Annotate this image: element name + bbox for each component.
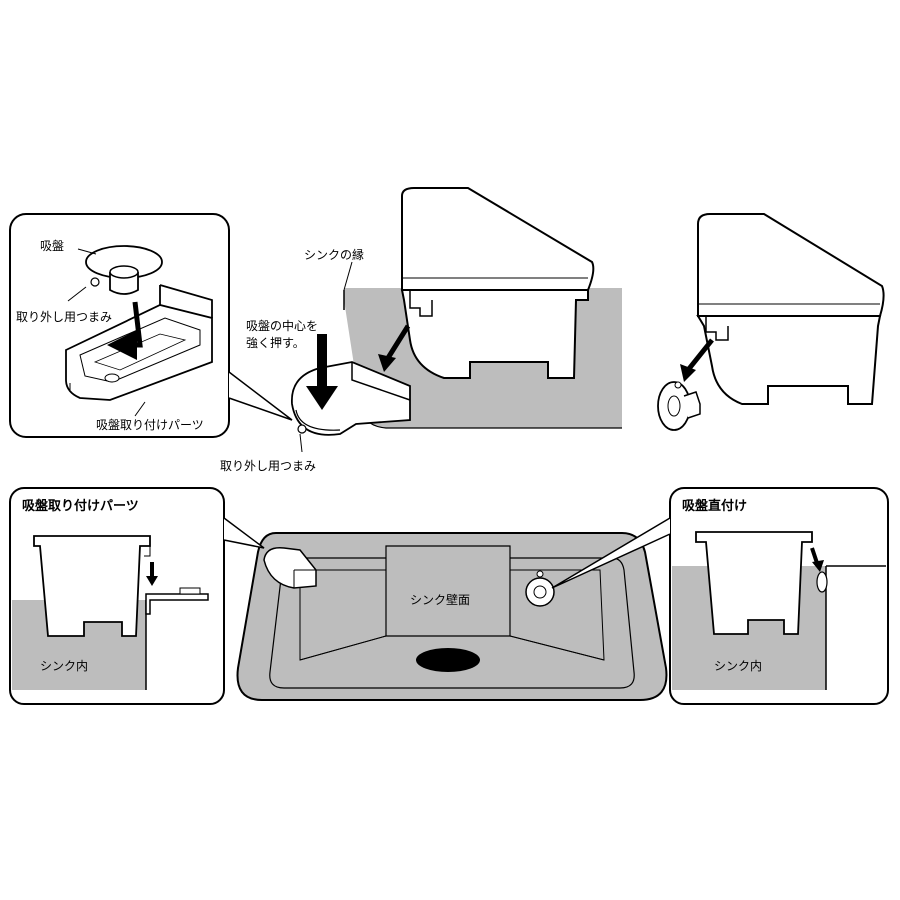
bottom-left-panel: 吸盤取り付けパーツ シンク内 (9, 487, 265, 705)
right-panel-title: 吸盤直付け (682, 498, 747, 514)
top-right-scene (657, 213, 885, 431)
suction-cup-direct (657, 381, 701, 431)
sink-inside-right-label: シンク内 (714, 659, 762, 673)
drain (416, 648, 480, 672)
removal-tab-label: 取り外し用つまみ (16, 310, 112, 324)
insert-arrow (107, 301, 143, 360)
press-instruction-line2: 強く押す。 (246, 336, 305, 350)
bottom-right-panel: 吸盤直付け シンク内 (551, 487, 889, 705)
suction-cup-illustration (85, 245, 163, 295)
container-top-middle (400, 187, 595, 379)
removal-tab-label-bottom: 取り外し用つまみ (220, 459, 316, 473)
sink-wall-label: シンク壁面 (410, 592, 470, 607)
top-left-detail-callout: 吸盤 取り外し用つまみ 吸盤取り付けパーツ (9, 213, 293, 438)
top-middle-scene: シンクの縁 吸盤の中心を 強く押す。 取り外し用つまみ (220, 187, 622, 473)
sink-inside-left-label: シンク内 (40, 659, 88, 673)
left-panel-title: 吸盤取り付けパーツ (22, 498, 139, 514)
sink-overview: シンク壁面 (236, 532, 668, 701)
mount-part-label: 吸盤取り付けパーツ (96, 418, 204, 432)
press-instruction-line1: 吸盤の中心を (246, 318, 318, 333)
sink-edge-label: シンクの縁 (304, 247, 364, 262)
hang-arrow (385, 324, 411, 360)
suction-cup-label: 吸盤 (40, 239, 64, 253)
